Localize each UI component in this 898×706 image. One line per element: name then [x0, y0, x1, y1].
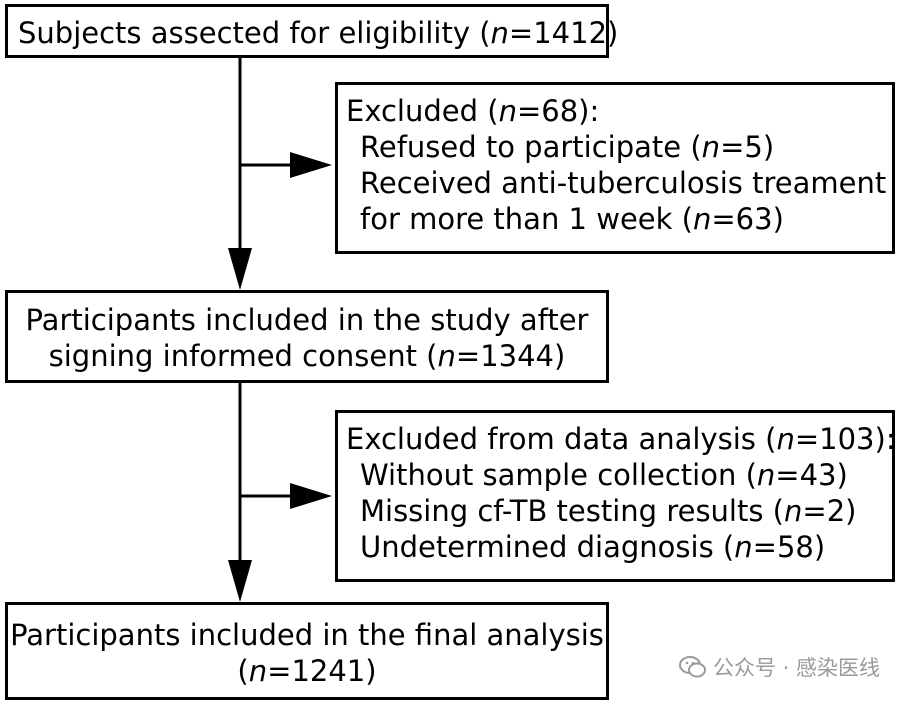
branch-2-head	[290, 483, 332, 509]
final-analysis-line1: Participants included in the final analy…	[10, 618, 604, 652]
branch-1-head	[290, 152, 332, 178]
final-analysis-box: Participants included in the final analy…	[5, 602, 609, 700]
included-study-count: 1344	[480, 339, 555, 373]
included-study-line2: signing informed consent	[48, 339, 417, 373]
excluded-2-item: Without sample collection (n=43)	[360, 458, 848, 492]
excluded-2-item: Undetermined diagnosis (n=58)	[360, 530, 826, 564]
excluded-1-item: Refused to participate (n=5)	[360, 130, 775, 164]
watermark: 公众号 · 感染医线	[678, 652, 880, 682]
eligibility-box: Subjects assected for eligibility (n=141…	[5, 4, 618, 58]
excluded-2-count: 103	[819, 422, 875, 456]
eligibility-count: 1412	[533, 16, 608, 50]
excluded-2-item: Missing cf-TB testing results (n=2)	[360, 494, 857, 528]
excluded-box-1: Excluded (n=68): Refused to participate …	[335, 82, 895, 254]
included-study-line1: Participants included in the study after	[25, 303, 589, 337]
excluded-2-header: Excluded from data analysis	[346, 422, 756, 456]
excluded-1-count: 68	[541, 94, 579, 128]
excluded-1-item: for more than 1 week (n=63)	[360, 202, 784, 236]
excluded-1-item: Received anti-tuberculosis treament	[360, 166, 887, 200]
eligibility-text: Subjects assected for eligibility	[18, 16, 470, 50]
wechat-icon	[678, 656, 706, 678]
watermark-text: 公众号 · 感染医线	[712, 656, 880, 680]
included-study-box: Participants included in the study after…	[5, 290, 609, 383]
arrow-1-head	[228, 248, 252, 290]
excluded-box-2: Excluded from data analysis (n=103): Wit…	[335, 410, 896, 582]
final-analysis-count: 1241	[291, 654, 366, 688]
arrow-2-head	[228, 560, 252, 602]
excluded-1-header: Excluded	[346, 94, 479, 128]
